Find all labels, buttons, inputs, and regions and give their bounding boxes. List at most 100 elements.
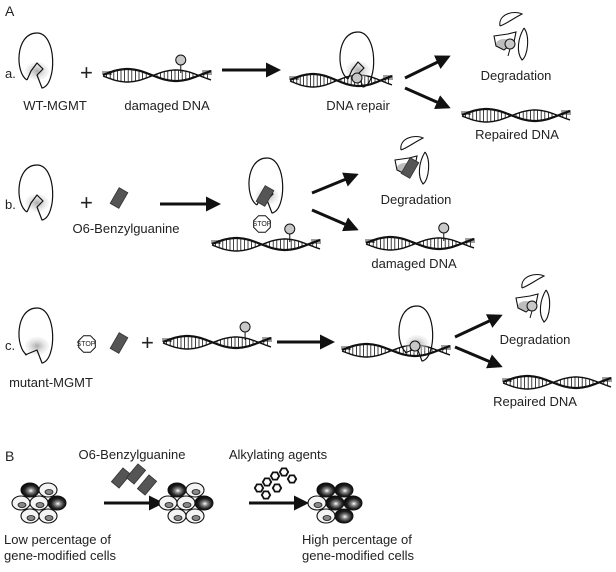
- cell-nucleus: [17, 502, 27, 508]
- branch-arrow-repaired-a: [404, 86, 451, 110]
- alkylating-agent-3: [278, 467, 290, 477]
- transferred-adduct: [351, 72, 363, 84]
- o6bg-molecule-1: [110, 467, 132, 489]
- enzyme-fragment: [418, 151, 430, 185]
- wt-mgmt-label: WT-MGMT: [23, 98, 87, 113]
- cell-after-benzylguanine-2: [158, 495, 178, 511]
- step1-label: O6-Benzylguanine: [78, 447, 186, 462]
- adduct-stalk: [529, 310, 533, 319]
- plus-sign-a: +: [80, 60, 93, 85]
- degraded-mgmt-b: [394, 135, 430, 185]
- damaged-dna-label-a: damaged DNA: [124, 98, 210, 113]
- wt-mgmt-enzyme-b: [18, 164, 54, 221]
- plus-sign-c: +: [141, 330, 154, 355]
- repaired-dna-c: [502, 374, 612, 390]
- mutant-mgmt-dna-complex: [398, 305, 434, 362]
- enzyme-outline: [248, 157, 284, 214]
- cell-nucleus: [35, 502, 45, 508]
- enzyme-outline: [398, 305, 434, 362]
- enzyme-fragment: [499, 11, 524, 27]
- damaged-dna-a: [102, 54, 212, 83]
- o6-benzylguanine-label: O6-Benzylguanine: [72, 221, 180, 236]
- cell-after-benzylguanine-4: [194, 495, 214, 511]
- cell-nucleus: [44, 489, 54, 495]
- damaged-dna-label-b: damaged DNA: [371, 256, 457, 271]
- bound-adduct: [526, 300, 538, 312]
- enzyme-fragment: [539, 289, 551, 323]
- o6-benzylguanine-c: [109, 332, 129, 354]
- cell-after-alkylating-6: [334, 508, 354, 524]
- enzyme-outline: [18, 164, 54, 221]
- cell-after-benzylguanine-5: [167, 508, 187, 524]
- unrepaired-dna-b: [365, 222, 475, 251]
- repaired-dna-label-c: Repaired DNA: [493, 394, 577, 409]
- cell-nucleus: [173, 515, 183, 521]
- enzyme-fragment: [400, 135, 425, 151]
- gene-modified-cell: [334, 482, 354, 498]
- cell-nucleus: [191, 515, 201, 521]
- row-c-label: c.: [5, 338, 16, 353]
- branch-arrow-degradation-b: [311, 172, 359, 195]
- gene-modified-cell: [316, 482, 336, 498]
- o6bg-molecule-2: [125, 463, 147, 485]
- alkylating-agent-6: [260, 490, 272, 500]
- degraded-mgmt-a: [493, 11, 529, 61]
- branch-arrow-repaired-c: [454, 345, 503, 369]
- end-caption: High percentage of gene-modified cells: [302, 532, 414, 564]
- branch-arrow-degradation-c: [454, 314, 503, 339]
- stop-sign-text-b: STOP: [252, 221, 272, 228]
- enzyme-layer: [18, 11, 551, 364]
- bound-adduct: [504, 38, 516, 50]
- blocked-dna-b: [211, 223, 321, 252]
- cell-initial-1: [38, 482, 58, 498]
- panel-b-label: B: [5, 448, 15, 464]
- enzyme-fragment: [521, 273, 546, 289]
- lesion-adduct: [284, 223, 296, 235]
- cell-after-benzylguanine-1: [185, 482, 205, 498]
- gene-modified-cell: [343, 495, 363, 511]
- gene-modified-cell: [194, 495, 214, 511]
- cell-nucleus: [26, 515, 36, 521]
- active-site-shading: [25, 62, 49, 80]
- cells-layer: [11, 482, 363, 524]
- mgmt-dna-complex: [339, 31, 375, 88]
- lesion-adduct: [175, 54, 187, 66]
- plus-sign-b: +: [80, 190, 93, 215]
- dna-layer: [102, 54, 612, 390]
- enzyme-outline: [18, 32, 54, 89]
- alkylating-agent-4: [286, 474, 298, 484]
- start-caption: Low percentage of gene-modified cells: [4, 532, 116, 564]
- cell-nucleus: [182, 502, 192, 508]
- cell-nucleus: [322, 515, 332, 521]
- step2-label: Alkylating agents: [228, 447, 328, 462]
- enzyme-outline: [18, 307, 54, 364]
- cell-after-benzylguanine-0: [167, 482, 187, 498]
- cell-initial-6: [38, 508, 58, 524]
- lesion-adduct: [438, 222, 450, 234]
- end-caption-line1: High percentage of: [302, 532, 412, 547]
- stop-sign-c: [78, 335, 96, 353]
- active-site-shading: [25, 337, 49, 355]
- stop-sign-text-c: STOP: [76, 341, 96, 348]
- cell-after-alkylating-2: [307, 495, 327, 511]
- cell-nucleus: [44, 515, 54, 521]
- panel-a-label: A: [5, 3, 15, 19]
- gene-modified-cell: [325, 495, 345, 511]
- cell-initial-0: [20, 482, 40, 498]
- end-caption-line2: gene-modified cells: [302, 548, 415, 563]
- active-site-shading: [25, 194, 49, 212]
- adduct-stalk: [507, 48, 511, 57]
- repaired-dna-a: [461, 107, 571, 123]
- enzyme-outline: [339, 31, 375, 88]
- cell-after-alkylating-5: [316, 508, 336, 524]
- start-caption-line1: Low percentage of: [4, 532, 111, 547]
- dna-repair-complex-dna: [289, 72, 393, 88]
- gene-modified-cell: [334, 508, 354, 524]
- degradation-label-b: Degradation: [380, 192, 452, 207]
- repaired-dna-label-a: Repaired DNA: [475, 127, 559, 142]
- cell-after-alkylating-1: [334, 482, 354, 498]
- degradation-label-a: Degradation: [480, 68, 552, 83]
- cell-initial-2: [11, 495, 31, 511]
- cell-nucleus: [191, 489, 201, 495]
